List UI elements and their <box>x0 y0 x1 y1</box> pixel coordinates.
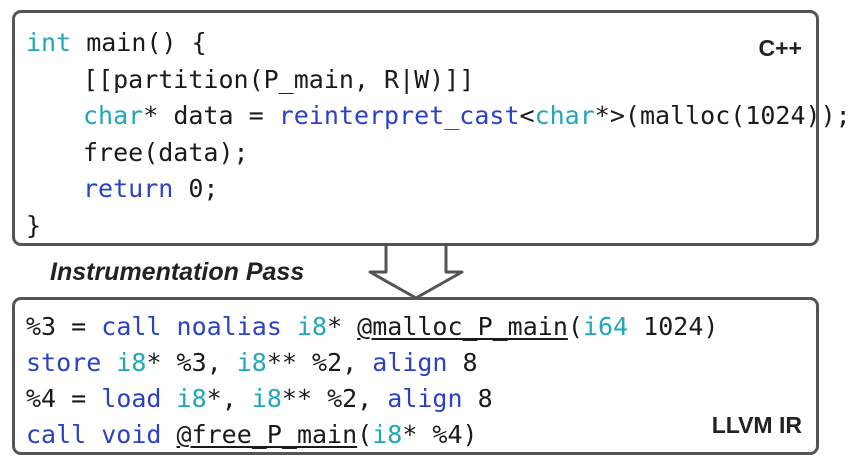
code-token: < <box>519 101 535 130</box>
code-token: *>(malloc(1024)); <box>594 101 851 130</box>
code-token <box>101 348 116 377</box>
code-line: %4 = load i8*, i8** %2, align 8 <box>26 381 718 417</box>
code-token: ( <box>357 420 373 449</box>
code-line: int main() { <box>26 25 851 62</box>
code-token: reinterpret_cast <box>278 101 520 130</box>
code-token: %4 = <box>26 384 102 413</box>
code-token: align <box>387 384 463 413</box>
cpp-code-panel: int main() {[[partition(P_main, R|W)]]ch… <box>12 10 851 246</box>
code-token: i8 <box>116 348 147 377</box>
code-token: main() { <box>71 28 207 57</box>
llvm-ir-code-block: %3 = call noalias i8* @malloc_P_main(i64… <box>26 309 718 453</box>
instrumentation-pass-label: Instrumentation Pass <box>50 258 305 286</box>
code-token: %3 = <box>26 312 102 341</box>
code-token: 1024) <box>628 312 719 341</box>
code-token: char <box>534 101 595 130</box>
code-token: i8 <box>236 348 267 377</box>
code-token: *, <box>206 384 252 413</box>
code-token: i8 <box>176 384 207 413</box>
down-arrow-icon <box>368 246 464 300</box>
code-line: free(data); <box>26 135 851 172</box>
code-token: * %4) <box>402 420 478 449</box>
code-token: i8 <box>372 420 403 449</box>
cpp-code-block: int main() {[[partition(P_main, R|W)]]ch… <box>26 25 851 244</box>
code-token <box>161 420 176 449</box>
code-token: call void <box>26 420 162 449</box>
code-token: free(data); <box>83 137 249 167</box>
code-token: return <box>83 174 174 203</box>
code-token <box>282 312 297 341</box>
code-token <box>161 384 176 413</box>
code-line: return 0; <box>26 171 851 208</box>
code-token: ( <box>567 312 583 341</box>
code-token: align <box>372 348 448 377</box>
llvm-ir-language-label: LLVM IR <box>711 412 802 438</box>
code-token: i64 <box>582 312 629 341</box>
code-token: ** %2, <box>281 384 388 413</box>
code-line: call void @free_P_main(i8* %4) <box>26 417 718 453</box>
code-token: i8 <box>296 312 328 341</box>
code-token: [[partition(P_main, R|W)]] <box>83 64 475 94</box>
code-token: @malloc_P_main <box>357 312 568 341</box>
code-token: @free_P_main <box>176 420 358 449</box>
code-line: [[partition(P_main, R|W)]] <box>26 62 851 99</box>
code-token: * %3, <box>146 348 237 377</box>
code-token: 8 <box>462 384 493 413</box>
code-line: char* data = reinterpret_cast<char*>(mal… <box>26 98 851 135</box>
code-token: * <box>327 312 358 341</box>
code-token: i8 <box>251 384 282 413</box>
code-token: int <box>26 28 72 57</box>
code-token: load <box>101 384 162 413</box>
code-token: store <box>26 348 102 377</box>
code-token: 0; <box>173 174 219 203</box>
code-line: %3 = call noalias i8* @malloc_P_main(i64… <box>26 309 718 345</box>
code-line: store i8* %3, i8** %2, align 8 <box>26 345 718 381</box>
code-token: * data = <box>143 101 279 130</box>
code-token: call noalias <box>101 312 282 341</box>
cpp-language-label: C++ <box>758 35 802 61</box>
code-token: ** %2, <box>266 348 373 377</box>
code-token: char <box>83 101 144 130</box>
code-token: 8 <box>447 348 478 377</box>
code-line: } <box>26 208 851 245</box>
code-token: } <box>26 210 42 240</box>
llvm-ir-panel: %3 = call noalias i8* @malloc_P_main(i64… <box>12 297 819 455</box>
